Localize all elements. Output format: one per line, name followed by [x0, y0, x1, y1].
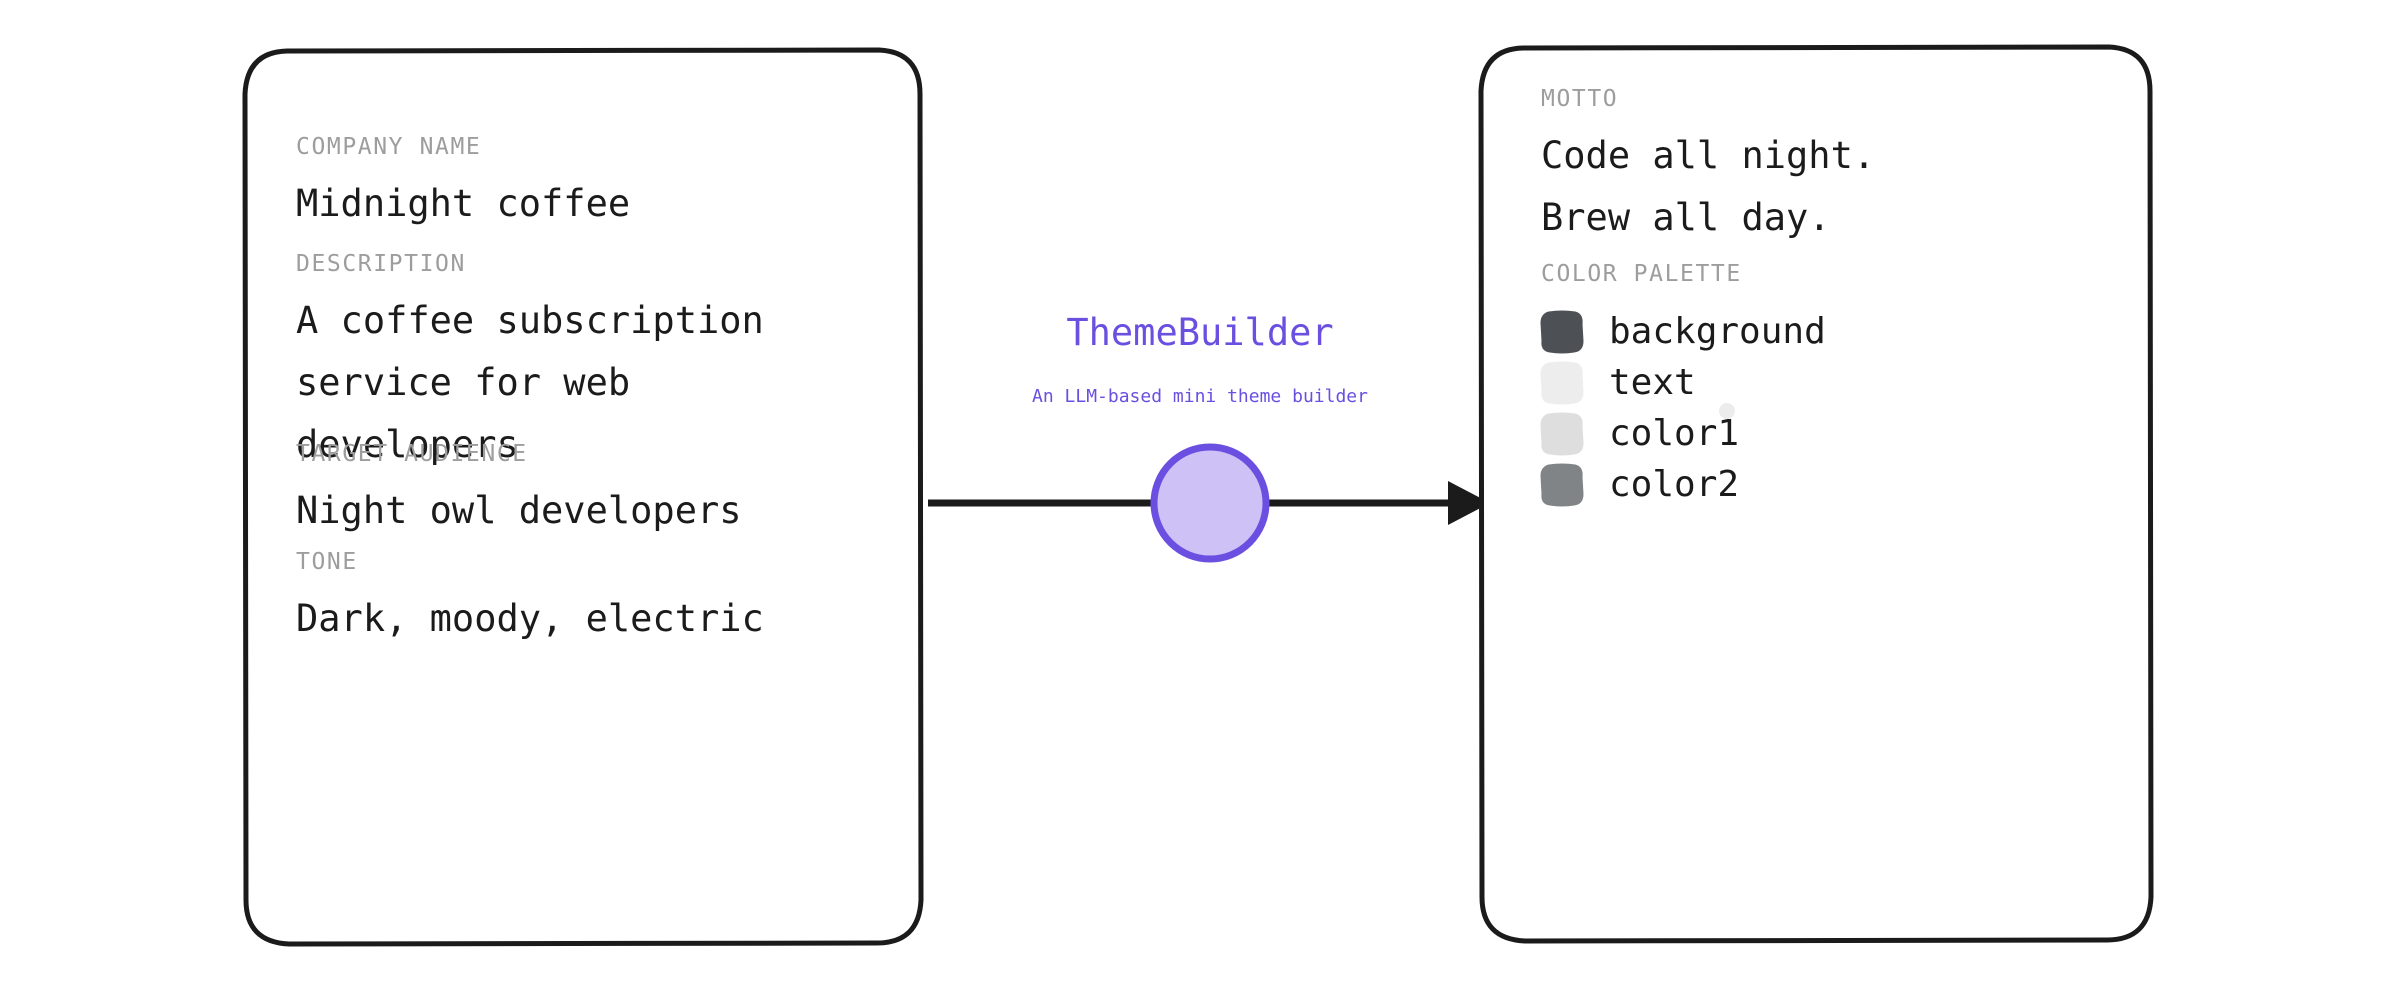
field-color-palette: COLOR PALETTE background text color1 color2 [1540, 261, 1826, 509]
color-swatch-icon[interactable] [1540, 310, 1584, 354]
field-value: Dark, moody, electric [296, 597, 764, 640]
field-value: A coffee subscription service for web de… [296, 299, 764, 466]
palette-color-name: color1 [1609, 413, 1740, 454]
color-swatch-icon[interactable] [1540, 463, 1584, 507]
color-palette-list: background text color1 color2 [1540, 308, 1826, 509]
field-label: DESCRIPTION [296, 251, 466, 277]
pipeline-connector: ThemeBuilder An LLM-based mini theme bui… [900, 300, 1500, 600]
field-label: COMPANY NAME [296, 134, 482, 160]
field-label: MOTTO [1541, 86, 1619, 112]
field-motto: MOTTO Code all night. Brew all day. [1541, 88, 1875, 249]
palette-row[interactable]: background [1540, 308, 1826, 356]
palette-loading-dot [1719, 403, 1735, 419]
palette-color-name: color2 [1609, 464, 1740, 505]
arrow-right-icon [928, 443, 1490, 563]
app-title: ThemeBuilder [1066, 311, 1334, 354]
field-target-audience: TARGET AUDIENCE Night owl developers [296, 443, 742, 542]
field-value: Midnight coffee [296, 182, 631, 225]
palette-color-name: background [1609, 311, 1826, 352]
palette-color-name: text [1609, 362, 1696, 403]
palette-row[interactable]: text [1540, 359, 1826, 407]
app-subtitle: An LLM-based mini theme builder [1032, 386, 1368, 407]
field-label: TONE [296, 549, 358, 575]
field-label: COLOR PALETTE [1541, 261, 1742, 287]
field-tone: TONE Dark, moody, electric [296, 551, 764, 650]
input-brief-panel: COMPANY NAME Midnight coffee DESCRIPTION… [242, 47, 924, 947]
field-value: Code all night. Brew all day. [1541, 134, 1876, 239]
color-swatch-icon[interactable] [1540, 361, 1584, 405]
color-swatch-icon[interactable] [1540, 412, 1584, 456]
field-label: TARGET AUDIENCE [296, 441, 528, 467]
field-company-name: COMPANY NAME Midnight coffee [296, 136, 630, 235]
field-value: Night owl developers [296, 489, 742, 532]
field-description: DESCRIPTION A coffee subscription servic… [296, 253, 764, 476]
process-node-icon [1150, 443, 1270, 563]
palette-row[interactable]: color1 [1540, 410, 1826, 458]
palette-row[interactable]: color2 [1540, 461, 1826, 509]
output-theme-panel: MOTTO Code all night. Brew all day. COLO… [1478, 44, 2154, 944]
